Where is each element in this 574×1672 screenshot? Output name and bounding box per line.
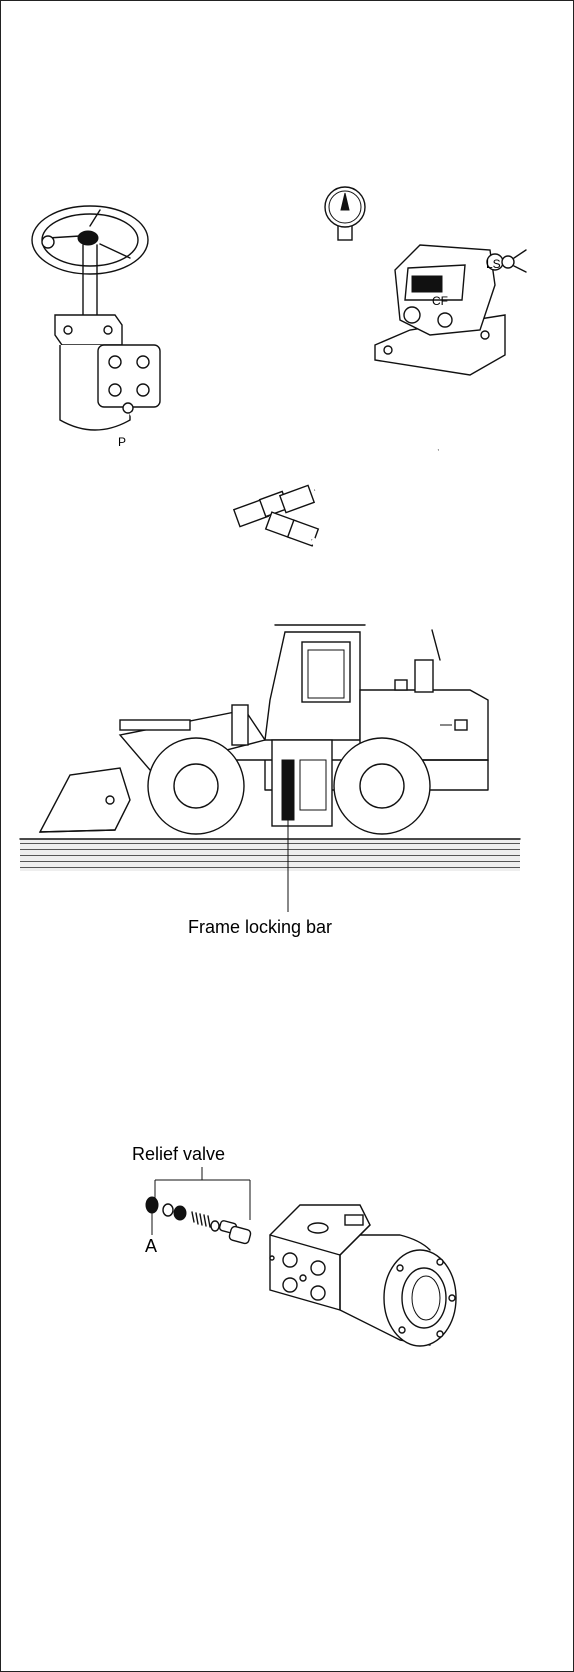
- steering-column: [82, 244, 98, 316]
- hose-to-valve-inner: [313, 446, 440, 494]
- steering-pressure-test-diagram: P: [31, 186, 527, 556]
- relief-valve-parts-icon: [145, 1196, 252, 1245]
- port-ls-label: LS: [486, 257, 501, 271]
- port-p-label: P: [118, 435, 126, 449]
- relief-valve-title: Relief valve: [132, 1144, 225, 1164]
- wheel-loader-diagram: Frame locking bar: [19, 624, 521, 937]
- loader-bucket-icon: [38, 767, 131, 833]
- hose-inner: [129, 410, 247, 541]
- tee-fitting-icon: [232, 484, 320, 547]
- steering-unit-body-icon: [269, 1204, 457, 1347]
- ground-hatch: [20, 843, 520, 868]
- port-cf-label: CF: [432, 294, 448, 308]
- relief-valve-diagram: Relief valve A: [132, 1144, 457, 1347]
- frame-locking-bar-label: Frame locking bar: [188, 917, 332, 937]
- loader-cab-icon: [264, 624, 366, 741]
- frame-locking-bar-icon: [271, 739, 333, 827]
- steering-wheel-icon: [31, 205, 149, 275]
- hose-to-gauge-inner: [309, 240, 349, 556]
- steering-unit-icon: [54, 314, 161, 431]
- rear-wheel-icon: [333, 737, 431, 835]
- front-wheel-icon: [147, 737, 245, 835]
- part-a-label: A: [145, 1236, 157, 1256]
- priority-valve-icon: [374, 244, 527, 376]
- pressure-gauge-icon: [324, 186, 366, 241]
- hose-to-gauge-outer: [311, 239, 346, 553]
- relief-valve-bracket: [154, 1167, 251, 1220]
